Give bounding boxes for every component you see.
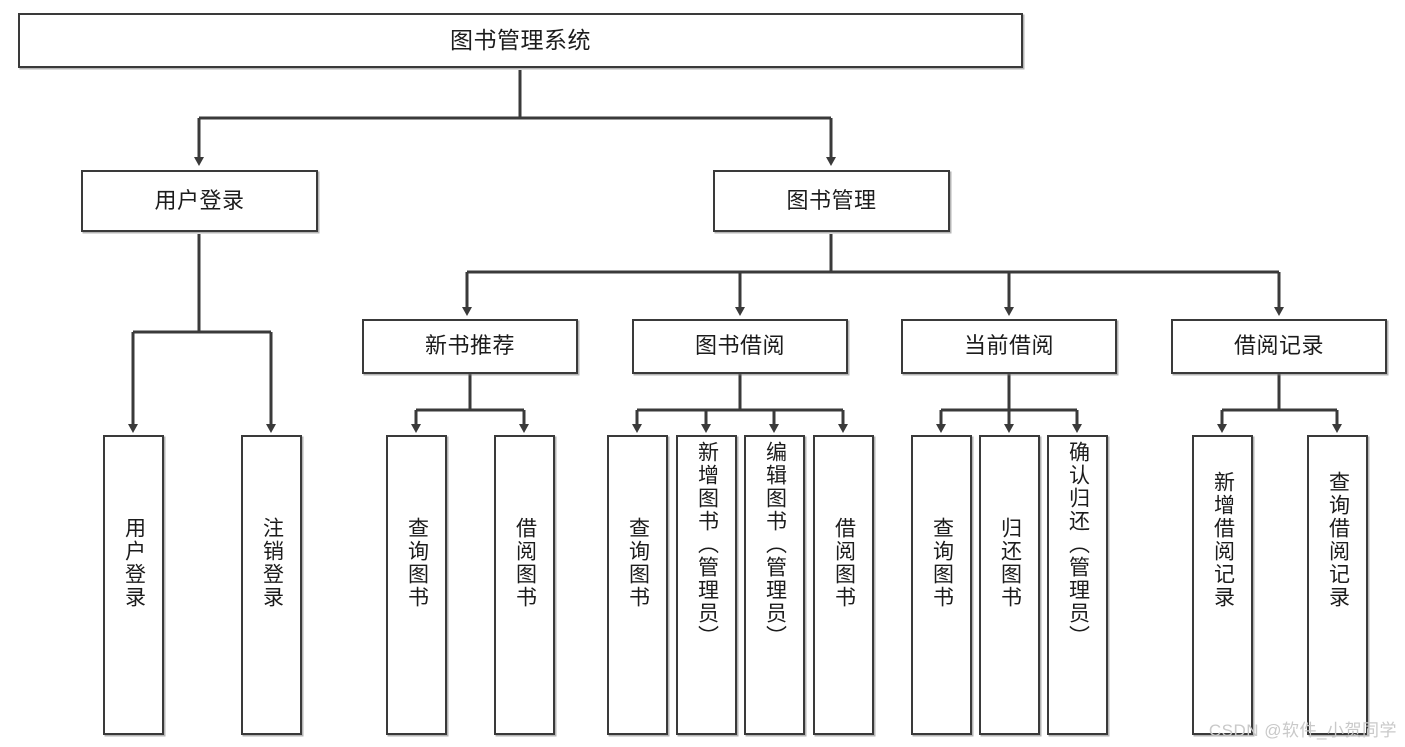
leaf-return-book[interactable]: 归还图书: [979, 435, 1040, 735]
node-label: 编辑图书（管理员）: [763, 441, 787, 648]
node-label: 借阅记录: [1233, 333, 1324, 359]
node-book-borrow[interactable]: 图书借阅: [632, 319, 848, 374]
leaf-query-book-borrow[interactable]: 查询图书: [607, 435, 668, 735]
leaf-add-borrow-record[interactable]: 新增借阅记录: [1192, 435, 1253, 735]
node-label: 用户登录: [154, 187, 245, 213]
node-label: 用户登录: [122, 517, 146, 609]
node-label: 注销登录: [260, 517, 284, 609]
node-label: 归还图书: [998, 517, 1022, 609]
leaf-add-book-admin[interactable]: 新增图书（管理员）: [676, 435, 737, 735]
leaf-confirm-return-admin[interactable]: 确认归还（管理员）: [1047, 435, 1108, 735]
leaf-query-borrow-record[interactable]: 查询借阅记录: [1307, 435, 1368, 735]
node-label: 查询图书: [930, 517, 954, 609]
node-label: 查询图书: [626, 517, 650, 609]
leaf-borrow-book-new[interactable]: 借阅图书: [494, 435, 555, 735]
node-label: 图书借阅: [694, 333, 785, 359]
node-new-book-recommend[interactable]: 新书推荐: [362, 319, 578, 374]
node-root-system[interactable]: 图书管理系统: [18, 13, 1023, 68]
leaf-borrow-book[interactable]: 借阅图书: [813, 435, 874, 735]
leaf-user-login[interactable]: 用户登录: [103, 435, 164, 735]
node-label: 确认归还（管理员）: [1066, 441, 1090, 648]
node-label: 借阅图书: [513, 517, 537, 609]
node-user-login[interactable]: 用户登录: [81, 170, 318, 232]
node-label: 图书管理系统: [450, 26, 591, 53]
leaf-query-book-current[interactable]: 查询图书: [911, 435, 972, 735]
node-label: 新书推荐: [424, 333, 515, 359]
node-label: 查询借阅记录: [1326, 471, 1350, 609]
leaf-logout[interactable]: 注销登录: [241, 435, 302, 735]
node-label: 新增借阅记录: [1211, 471, 1235, 609]
leaf-query-book-new[interactable]: 查询图书: [386, 435, 447, 735]
node-current-borrow[interactable]: 当前借阅: [901, 319, 1117, 374]
node-borrow-record[interactable]: 借阅记录: [1171, 319, 1387, 374]
node-label: 图书管理: [786, 187, 877, 213]
node-label: 新增图书（管理员）: [695, 441, 719, 648]
node-label: 借阅图书: [832, 517, 856, 609]
csdn-watermark: CSDN @软件_小贺同学: [1208, 721, 1397, 740]
node-label: 当前借阅: [963, 333, 1054, 359]
node-label: 查询图书: [405, 517, 429, 609]
leaf-edit-book-admin[interactable]: 编辑图书（管理员）: [744, 435, 805, 735]
node-book-management[interactable]: 图书管理: [713, 170, 950, 232]
